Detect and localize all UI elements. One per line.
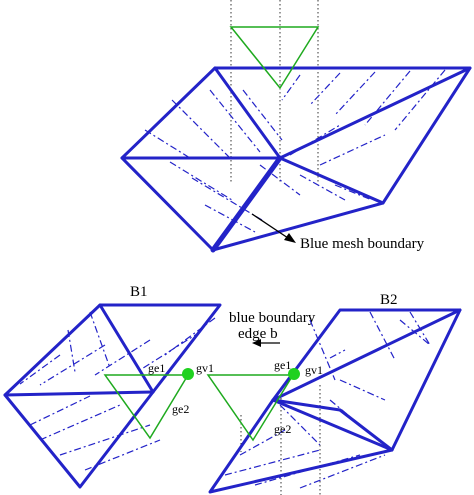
b2-guides: [240, 385, 321, 495]
b2-ge2-label: ge2: [274, 422, 291, 436]
b1-ge1-label: ge1: [148, 361, 165, 375]
blue-mesh-boundary-label: Blue mesh boundary: [300, 236, 425, 252]
b1-gv1-label: gv1: [196, 361, 214, 375]
b2-green-triangle: [206, 374, 295, 442]
b2-ge1-label: ge1: [274, 358, 291, 372]
top-dashed-lines: [144, 69, 446, 233]
top-mesh-edges: [120, 66, 472, 253]
b2-vertex-dot: [288, 368, 300, 380]
boundary-edge-annotation: blue boundary edge b: [229, 310, 316, 347]
blue-mesh-boundary-edge: [210, 155, 283, 253]
b2-label: B2: [380, 292, 398, 308]
boundary-arrow: [251, 213, 289, 239]
b1-green-triangle: [103, 374, 190, 440]
b1-mesh-edges: [3, 303, 222, 489]
b1-label: B1: [130, 284, 148, 300]
b1-dashed-lines: [19, 311, 216, 471]
b1-vertex-dot: [182, 368, 194, 380]
boundary-arrowhead: [284, 233, 296, 243]
b2-figure: B2 ge1: [206, 292, 462, 495]
b2-gv1-label: gv1: [305, 363, 323, 377]
blue-boundary-label-line2: edge b: [238, 326, 278, 342]
top-green-triangle: [229, 26, 320, 90]
b1-ge2-label: ge2: [172, 402, 189, 416]
b1-figure: B1 ge1 gv1 ge2: [3, 284, 222, 489]
top-mesh-figure: Blue mesh boundary: [120, 0, 472, 253]
blue-boundary-label-line1: blue boundary: [229, 310, 316, 326]
boundary-edge-arrowhead: [252, 339, 261, 347]
b2-mesh-edges: [208, 308, 462, 494]
